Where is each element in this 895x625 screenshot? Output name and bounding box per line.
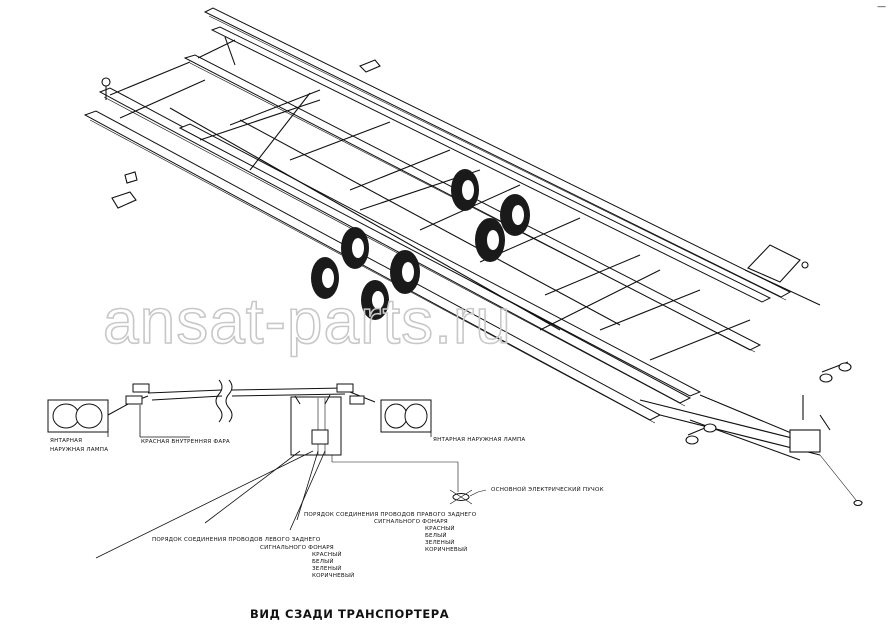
upper-long-rail bbox=[203, 7, 792, 303]
right-lamp-lens bbox=[404, 403, 428, 429]
plug-connector bbox=[125, 383, 365, 405]
wheel bbox=[390, 250, 420, 294]
watermark: ansat-parts.ru bbox=[103, 285, 512, 357]
top-clamp-part bbox=[359, 59, 381, 73]
label-left-order-line1: ПОРЯДОК СОЕДИНЕНИЯ ПРОВОДОВ ЛЕВОГО ЗАДНЕ… bbox=[152, 537, 321, 543]
label-amber-left-line1: ЯНТАРНАЯ bbox=[50, 438, 82, 444]
label-left-color: КРАСНЫЙ bbox=[312, 551, 342, 558]
wheel bbox=[500, 194, 530, 236]
corner-mark: — bbox=[877, 2, 886, 12]
near-rails bbox=[83, 87, 702, 424]
label-left-order-line2: СИГНАЛЬНОГО ФОНАРЯ bbox=[260, 545, 334, 551]
harness-wires bbox=[107, 379, 376, 423]
label-right-color: ЗЕЛЕНЫЙ bbox=[425, 539, 455, 546]
hitch-coupler-part bbox=[819, 361, 852, 383]
left-lamp-lens bbox=[52, 403, 80, 429]
right-lamp-lens bbox=[384, 403, 408, 429]
label-amber-left-line2: НАРУЖНАЯ ЛАМПА bbox=[50, 447, 108, 453]
wheel bbox=[475, 218, 505, 262]
label-right-color: КОРИЧНЕВЫЙ bbox=[425, 546, 467, 553]
cross-members bbox=[109, 36, 751, 361]
hitch-coupler-part bbox=[685, 423, 717, 445]
leader-lines bbox=[95, 405, 432, 559]
label-right-order-line1: ПОРЯДОК СОЕДИНЕНИЯ ПРОВОДОВ ПРАВОГО ЗАДН… bbox=[304, 512, 477, 518]
right-lamp-housing bbox=[380, 399, 432, 433]
wheel-set bbox=[311, 169, 530, 320]
diagram-caption: ВИД СЗАДИ ТРАНСПОРТЕРА bbox=[250, 607, 449, 621]
loose-parts bbox=[101, 59, 852, 445]
left-lamp-lens bbox=[75, 403, 103, 429]
main-plug-connector bbox=[449, 489, 487, 505]
label-right-order-line2: СИГНАЛЬНОГО ФОНАРЯ bbox=[374, 519, 448, 525]
tow-ball-part bbox=[101, 77, 111, 100]
label-amber-right: ЯНТАРНАЯ НАРУЖНАЯ ЛАМПА bbox=[433, 437, 525, 443]
bracket-part bbox=[111, 171, 138, 209]
left-lamp-housing bbox=[47, 399, 109, 433]
wiring-schematic: ЯНТАРНАЯ НАРУЖНАЯ ЛАМПА КРАСНАЯ ВНУТРЕНН… bbox=[47, 379, 604, 579]
trailer-frame bbox=[83, 7, 863, 507]
wheel bbox=[341, 227, 369, 269]
junction-box bbox=[290, 396, 459, 492]
label-right-color: БЕЛЫЙ bbox=[425, 532, 447, 539]
wheel bbox=[451, 169, 479, 211]
label-right-color: КРАСНЫЙ bbox=[425, 525, 455, 532]
label-left-color: БЕЛЫЙ bbox=[312, 558, 334, 565]
drawbar bbox=[639, 394, 863, 507]
label-main-plug: ОСНОВНОЙ ЭЛЕКТРИЧЕСКИЙ ПУЧОК bbox=[491, 486, 604, 493]
label-left-color: ЗЕЛЕНЫЙ bbox=[312, 565, 342, 572]
front-stands bbox=[744, 244, 831, 431]
wheel bbox=[361, 280, 389, 320]
label-red-inner: КРАСНАЯ ВНУТРЕННЯЯ ФАРА bbox=[141, 439, 230, 445]
label-left-color: КОРИЧНЕВЫЙ bbox=[312, 572, 354, 579]
wheel bbox=[311, 257, 339, 299]
